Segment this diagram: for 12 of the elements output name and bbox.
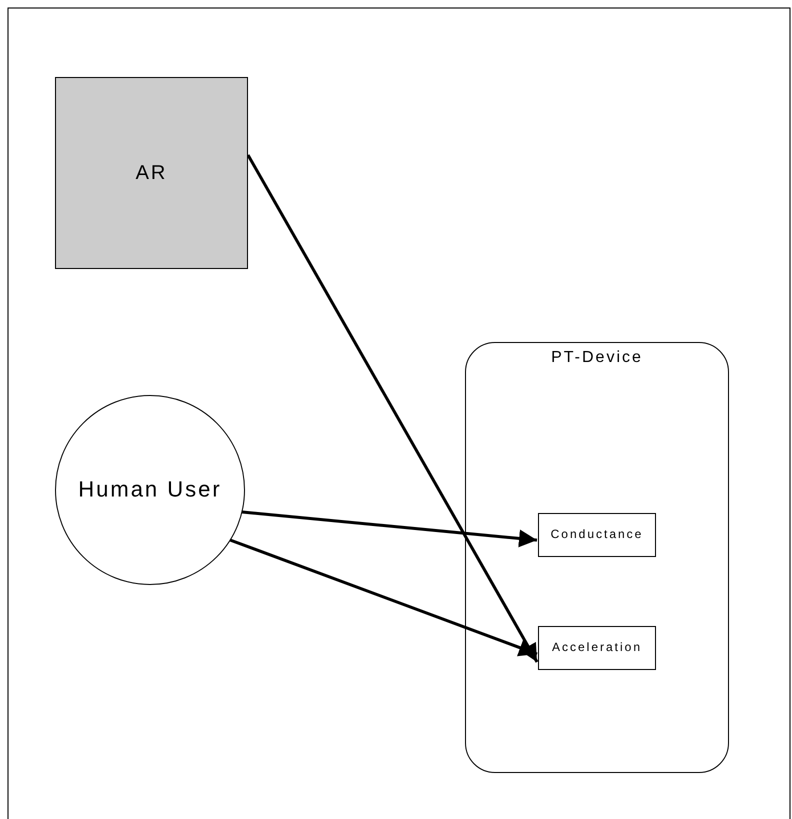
arrow — [229, 538, 538, 656]
node-label: Human User — [77, 476, 223, 504]
node-label: Conductance — [550, 527, 644, 543]
container-box — [465, 342, 729, 773]
component-box — [538, 513, 656, 557]
component-box — [538, 626, 656, 670]
arrow — [242, 510, 538, 548]
node-label: Acceleration — [550, 640, 644, 656]
node-label: AR — [134, 161, 168, 186]
arrow — [246, 154, 538, 663]
process-box — [55, 77, 248, 269]
container-title: PT-Device — [550, 349, 644, 367]
